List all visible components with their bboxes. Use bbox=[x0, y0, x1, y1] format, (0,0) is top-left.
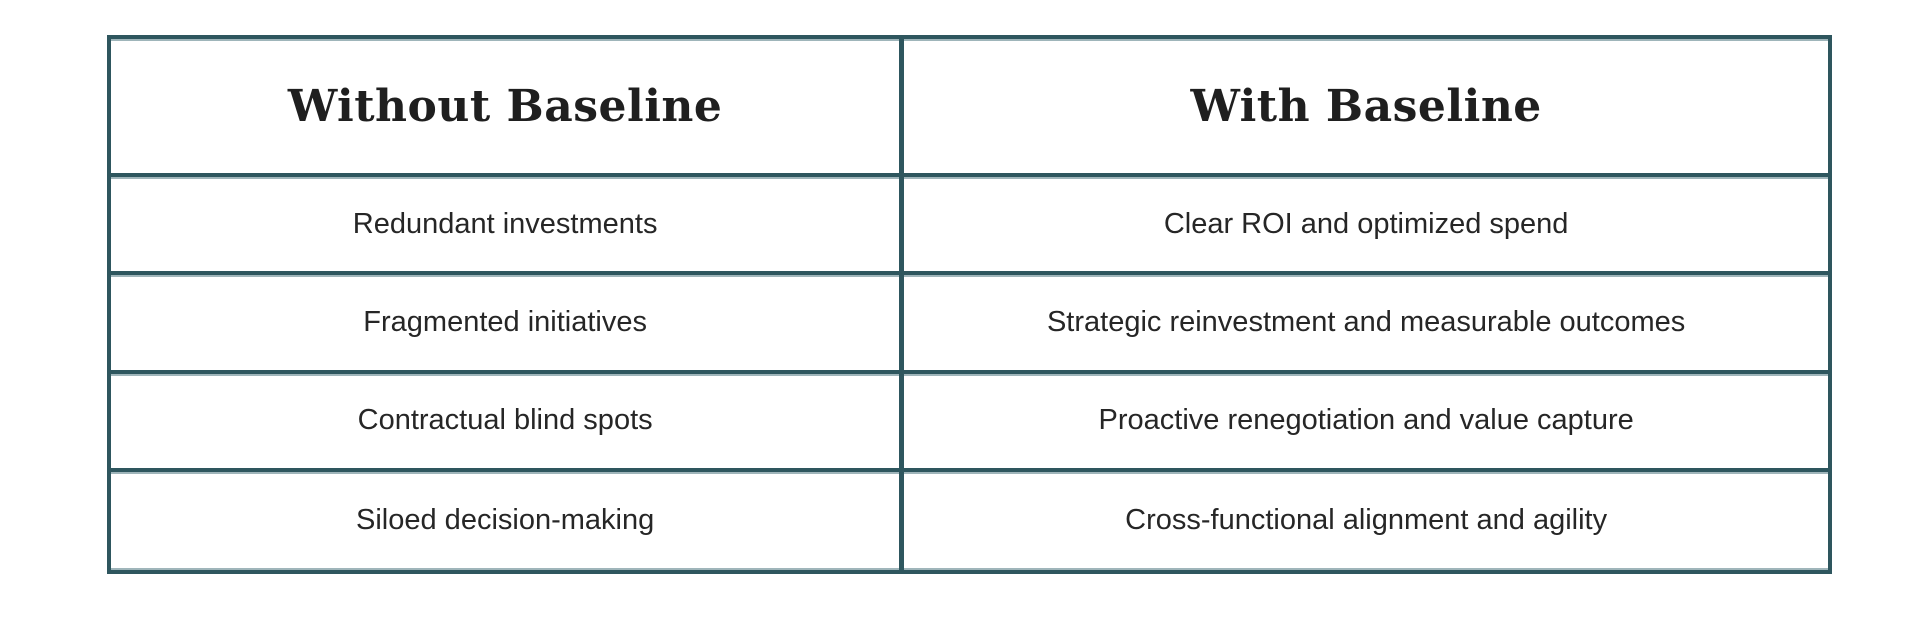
comparison-table: Without Baseline With Baseline Redundant… bbox=[107, 35, 1832, 574]
table-cell-right-row-1: Clear ROI and optimized spend bbox=[904, 177, 1828, 276]
cell-text: Proactive renegotiation and value captur… bbox=[1098, 404, 1634, 437]
cell-text: Clear ROI and optimized spend bbox=[1163, 207, 1569, 240]
cell-text: Redundant investments bbox=[352, 207, 658, 240]
header-cell-without-baseline: Without Baseline bbox=[111, 39, 905, 177]
table-cell-left-row-1: Redundant investments bbox=[111, 177, 905, 276]
cell-text: Cross-functional alignment and agility bbox=[1125, 504, 1608, 537]
cell-text: Siloed decision-making bbox=[356, 504, 655, 537]
table-cell-right-row-2: Strategic reinvestment and measurable ou… bbox=[904, 275, 1828, 374]
cell-text: Fragmented initiatives bbox=[363, 305, 647, 338]
table-cell-left-row-2: Fragmented initiatives bbox=[111, 275, 905, 374]
table-cell-right-row-3: Proactive renegotiation and value captur… bbox=[904, 373, 1828, 472]
header-label-with-baseline: With Baseline bbox=[1190, 80, 1542, 132]
cell-text: Contractual blind spots bbox=[357, 404, 653, 437]
table-cell-left-row-4: Siloed decision-making bbox=[111, 471, 905, 570]
table-cell-right-row-4: Cross-functional alignment and agility bbox=[904, 471, 1828, 570]
header-label-without-baseline: Without Baseline bbox=[287, 80, 723, 132]
cell-text: Strategic reinvestment and measurable ou… bbox=[1046, 305, 1686, 338]
header-cell-with-baseline: With Baseline bbox=[904, 39, 1828, 177]
table-cell-left-row-3: Contractual blind spots bbox=[111, 373, 905, 472]
